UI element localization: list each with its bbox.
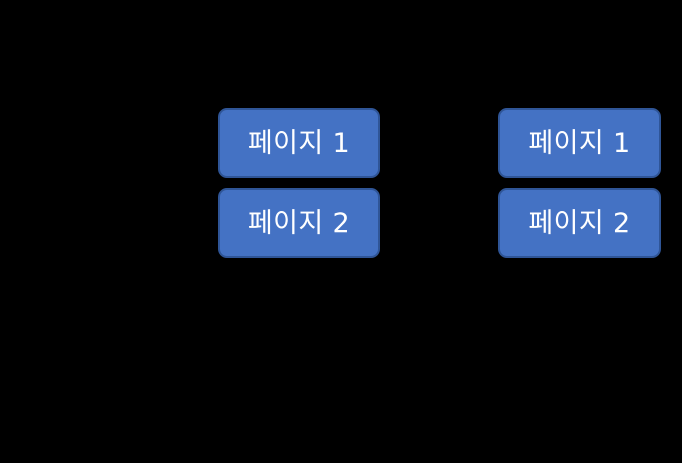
page-button-right-2[interactable]: 페이지 2 xyxy=(498,188,661,258)
page-button-right-1[interactable]: 페이지 1 xyxy=(498,108,661,178)
right-page-button-group: 페이지 1 페이지 2 xyxy=(498,108,661,258)
left-page-button-group: 페이지 1 페이지 2 xyxy=(218,108,380,258)
page-button-left-1[interactable]: 페이지 1 xyxy=(218,108,380,178)
page-button-left-2[interactable]: 페이지 2 xyxy=(218,188,380,258)
